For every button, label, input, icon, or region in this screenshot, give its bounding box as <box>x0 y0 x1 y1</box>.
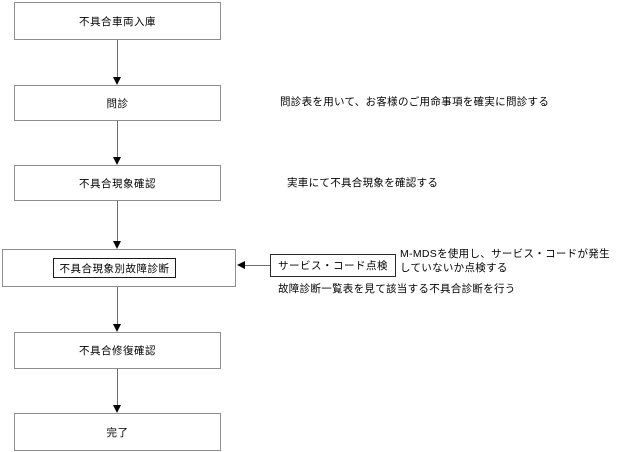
connector-entry-to-interview <box>117 40 118 78</box>
flow-node-interview: 問診 <box>14 85 221 121</box>
flow-node-complete-label: 完了 <box>106 426 129 439</box>
flow-node-phenomenon-check: 不具合現象確認 <box>14 165 221 201</box>
annotation-interview: 問診表を用いて、お客様のご用命事項を確実に問診する <box>280 96 550 108</box>
arrowhead-down-icon <box>113 157 121 165</box>
flow-node-diagnosis-outer: 不具合現象別故障診断 <box>2 249 236 287</box>
flow-node-vehicle-entry: 不具合車両入庫 <box>14 2 221 40</box>
annotation-diagnosis: 故障診断一覧表を見て該当する不具合診断を行う <box>278 283 516 295</box>
connector-service-to-diagnosis <box>244 265 270 266</box>
connector-diagnosis-to-repair <box>117 287 118 325</box>
flow-node-complete: 完了 <box>14 413 221 451</box>
arrowhead-down-icon <box>113 405 121 413</box>
arrowhead-left-icon <box>237 261 245 269</box>
arrowhead-down-icon <box>113 77 121 85</box>
arrowhead-down-icon <box>113 241 121 249</box>
flow-node-diagnosis-inner: 不具合現象別故障診断 <box>53 258 176 278</box>
flow-node-service-code-check-label: サービス・コード点検 <box>278 260 388 272</box>
flow-node-repair-check-label: 不具合修復確認 <box>79 345 156 357</box>
flow-node-phenomenon-check-label: 不具合現象確認 <box>79 177 156 190</box>
flow-node-repair-check: 不具合修復確認 <box>14 332 221 369</box>
connector-interview-to-phenomenon <box>117 121 118 158</box>
connector-phenomenon-to-diagnosis <box>117 201 118 242</box>
flow-node-vehicle-entry-label: 不具合車両入庫 <box>79 15 156 28</box>
annotation-service-code: M-MDSを使用し、サービス・コードが発生していないか点検する <box>400 248 610 274</box>
annotation-phenomenon: 実車にて不具合現象を確認する <box>287 177 439 189</box>
arrowhead-down-icon <box>113 324 121 332</box>
flow-node-diagnosis-label: 不具合現象別故障診断 <box>59 262 170 275</box>
connector-repair-to-complete <box>117 369 118 406</box>
flow-node-interview-label: 問診 <box>106 97 129 110</box>
flow-node-service-code-check: サービス・コード点検 <box>270 254 396 277</box>
